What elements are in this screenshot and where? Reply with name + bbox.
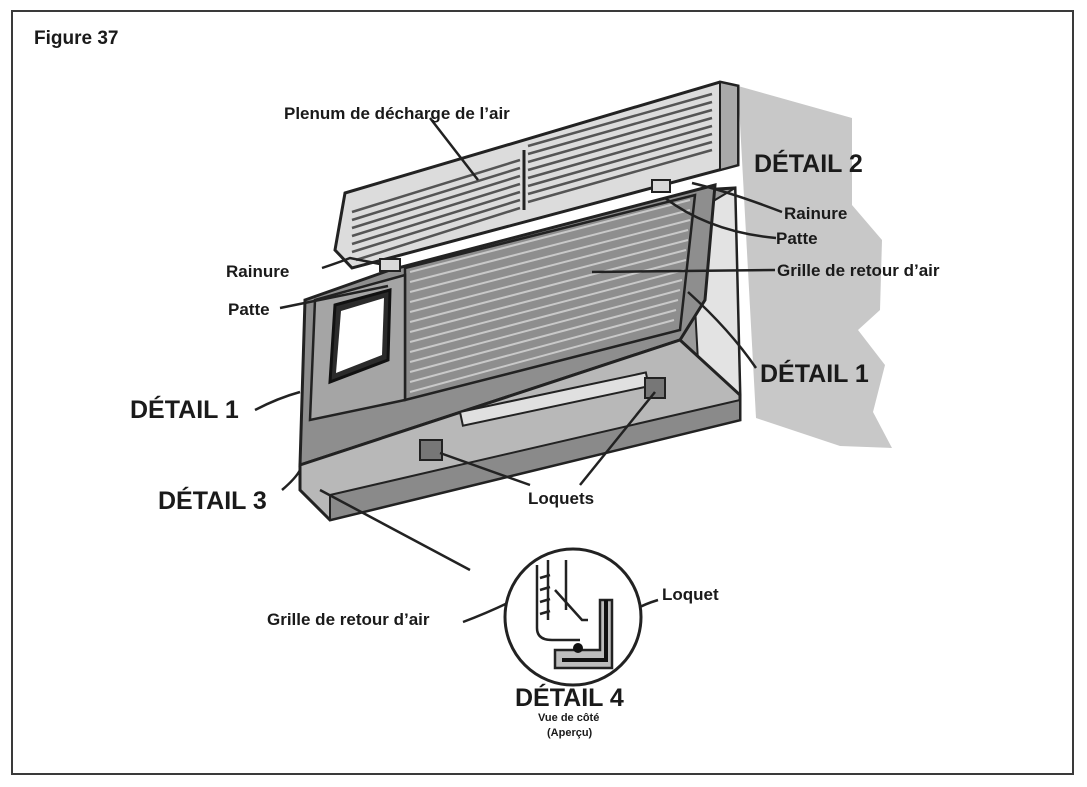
label-detail-3: DÉTAIL 3 (158, 487, 267, 515)
label-detail-4: DÉTAIL 4 (515, 684, 624, 712)
tab-right (651, 179, 671, 193)
plenum-louvres-right (527, 92, 713, 204)
detail4-latch-inner (562, 600, 608, 662)
wall (738, 86, 892, 448)
latch-right (644, 377, 666, 399)
detail4-latch (553, 598, 614, 670)
label-loquets: Loquets (528, 489, 595, 508)
label-plenum: Plenum de décharge de l’air (284, 104, 510, 123)
label-preview: (Aperçu) (547, 727, 593, 739)
label-grille-right: Grille de retour d’air (777, 261, 940, 280)
detail4-pin (573, 643, 583, 653)
callout-lines (254, 117, 783, 631)
label-detail-1-right: DÉTAIL 1 (760, 360, 869, 388)
label-side-view: Vue de côté (538, 712, 600, 724)
label-grille-inset: Grille de retour d’air (267, 610, 430, 629)
figure-title: Figure 37 (34, 28, 119, 49)
control-panel-screen (336, 298, 384, 373)
plenum-side (719, 80, 739, 172)
label-detail-2: DÉTAIL 2 (754, 150, 863, 178)
label-loquet: Loquet (662, 585, 719, 604)
label-patte-left: Patte (228, 300, 270, 319)
tab-left (379, 258, 401, 272)
label-rainure-left: Rainure (226, 262, 290, 281)
latch-left (419, 439, 443, 461)
detail4-contents (535, 560, 588, 642)
label-rainure-right: Rainure (784, 204, 848, 223)
label-patte-right: Patte (776, 229, 818, 248)
bottom-rail (329, 398, 741, 522)
return-grille-slats (409, 199, 691, 393)
label-detail-1-left: DÉTAIL 1 (130, 396, 239, 424)
plenum-louvres-left (351, 158, 521, 262)
